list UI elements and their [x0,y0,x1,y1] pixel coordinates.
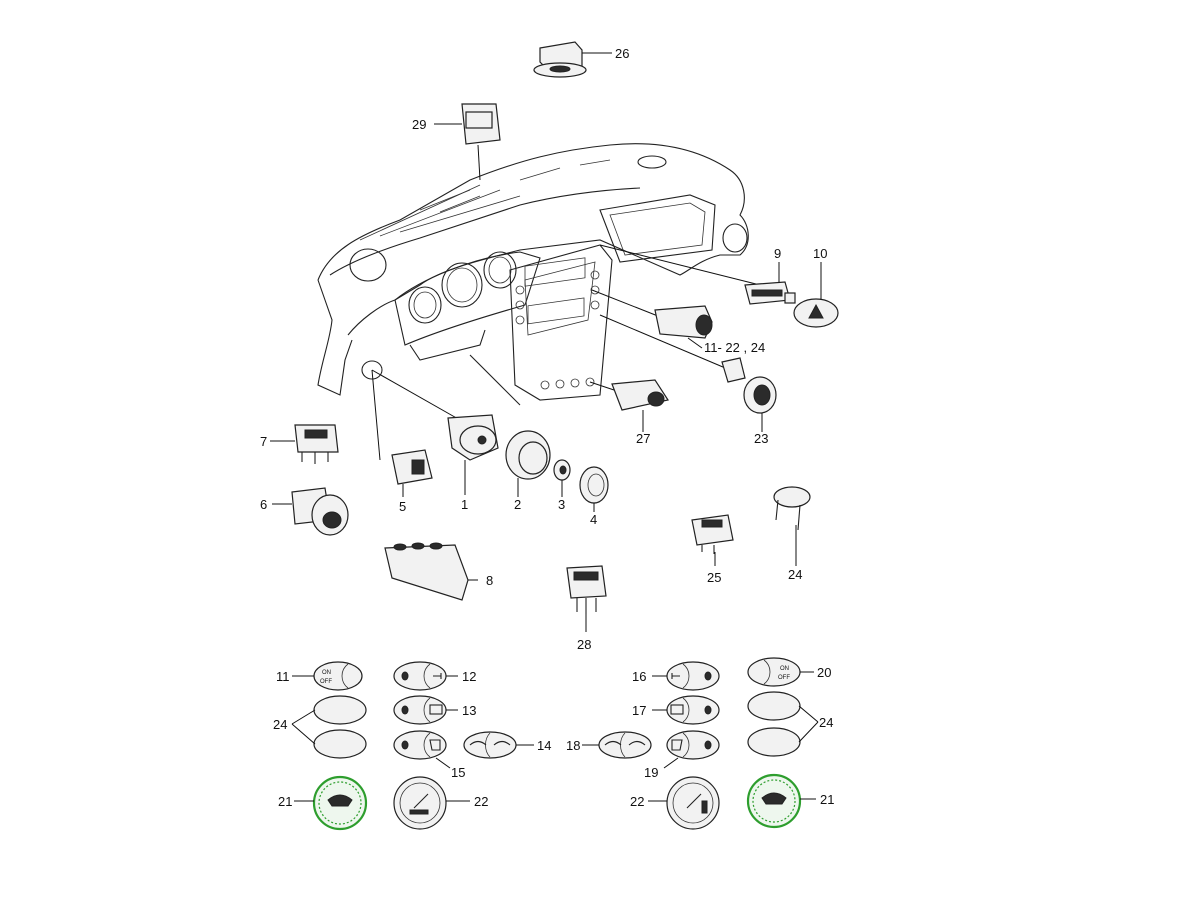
switch-12: 12 [393,661,476,691]
part-26 [533,41,612,78]
switch-24-right: 24 [747,691,833,757]
part-10 [793,262,839,328]
part-27 [611,379,669,432]
callout-10: 10 [813,246,827,261]
switch-17: 17 [632,695,720,725]
part-23 [721,357,777,432]
switch-13: 13 [393,695,476,725]
legend-label-14: 14 [537,738,551,753]
callout-6: 6 [260,497,267,512]
part-29 [566,565,607,632]
switch-22-right: 22 [630,776,720,830]
switch-24-left: 24 [273,695,367,759]
legend-label-17: 17 [632,703,646,718]
part-7 [270,424,339,464]
callout-4: 4 [590,512,597,527]
legend-label-12: 12 [462,669,476,684]
legend-label-19: 19 [644,765,658,780]
part-8 [384,542,478,601]
callout-23: 23 [754,431,768,446]
part-1 [447,414,499,495]
dashboard-illustration [317,143,749,406]
switch-11: ON OFF 11 [276,661,363,691]
callout-1: 1 [461,497,468,512]
callout-8: 8 [486,573,493,588]
switch-19: 19 [644,730,720,780]
part-25 [691,514,734,566]
switch-22-left: 22 [393,776,488,830]
legend-label-13: 13 [462,703,476,718]
part-3 [553,459,571,497]
callout-7: 7 [260,434,267,449]
callout-25: 25 [707,570,721,585]
legend-label-22a: 22 [474,794,488,809]
part-2 [505,430,551,497]
switch-14: 14 [463,731,551,759]
svg-text:ON: ON [780,666,789,672]
leader-lines [371,144,761,461]
switch-18: 18 [566,731,652,759]
callout-29: 28 [577,637,591,652]
legend-label-22b: 22 [630,794,644,809]
svg-text:ON: ON [322,670,331,676]
part-5 [391,449,433,497]
part-6 [272,487,349,536]
part-9 [744,262,796,305]
callout-27: 27 [636,431,650,446]
callout-11-22-24: 11- 22 , 24 [704,340,765,355]
callout-9: 9 [774,246,781,261]
switch-21-right: 21 [746,773,834,829]
svg-text:OFF: OFF [778,675,790,681]
callout-labels: 26 29 9 10 11- 22 , 24 23 27 7 6 5 1 2 3… [260,46,827,652]
part-24 [773,486,811,566]
legend-label-15: 15 [451,765,465,780]
part-11-22-24 [654,305,713,349]
callout-24: 24 [788,567,802,582]
legend-label-11: 11 [276,669,290,684]
legend-label-24b: 24 [819,715,833,730]
part-4 [579,466,609,512]
switch-21-left: 21 [278,775,368,831]
legend-label-18: 18 [566,738,580,753]
legend-label-21b: 21 [820,792,834,807]
switch-15: 15 [393,730,465,780]
legend-label-24a: 24 [273,717,287,732]
callout-3: 3 [558,497,565,512]
legend-label-16: 16 [632,669,646,684]
svg-text:OFF: OFF [320,679,332,685]
part-28 [434,103,501,145]
legend-label-21a: 21 [278,794,292,809]
callout-28: 29 [412,117,426,132]
callout-26: 26 [615,46,629,61]
callout-5: 5 [399,499,406,514]
switch-16: 16 [632,661,720,691]
callout-2: 2 [514,497,521,512]
legend-label-20: 20 [817,665,831,680]
switch-20: ON OFF 20 [747,657,831,687]
